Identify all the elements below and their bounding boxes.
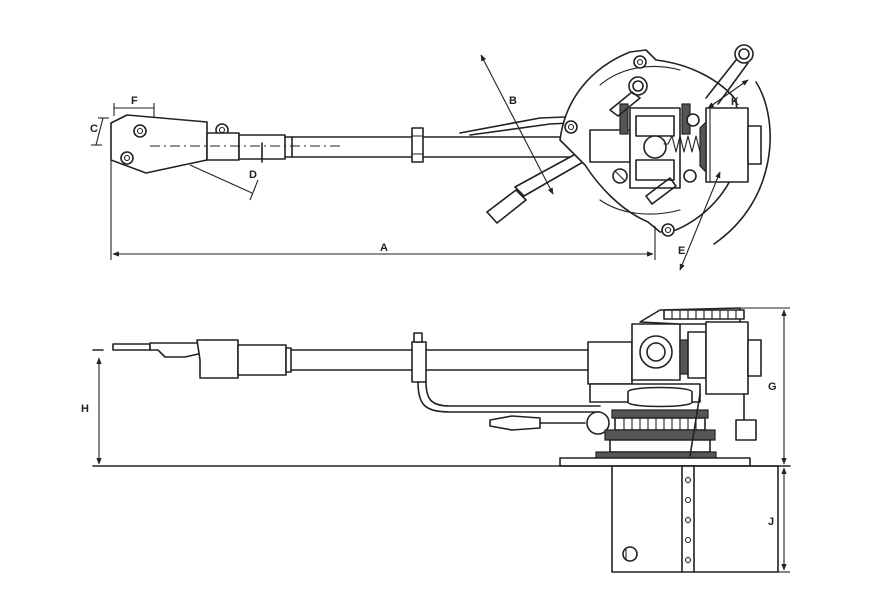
side-arm-tube [290, 332, 591, 383]
pivot-assembly [589, 91, 700, 205]
label-c: C [90, 123, 98, 135]
side-bearing-stack [589, 383, 717, 459]
dimension-h: H [81, 357, 102, 465]
side-headshell [92, 339, 292, 379]
dimension-k: K [707, 79, 749, 109]
dimension-d: D [189, 164, 259, 201]
label-j: J [768, 516, 774, 528]
side-pivot-housing [587, 307, 745, 385]
dimension-a: A [110, 160, 656, 260]
counterweight [699, 107, 762, 183]
label-a: A [380, 242, 388, 254]
dimension-f: F [113, 95, 155, 118]
dimension-j: J [768, 467, 790, 573]
side-counterweight [705, 321, 762, 441]
side-view: G H J [81, 307, 791, 573]
counterweight-arc [713, 81, 771, 245]
label-f: F [131, 95, 138, 107]
label-d: D [249, 169, 257, 181]
dimension-b: B [480, 54, 554, 195]
label-k: K [731, 96, 739, 108]
label-e: E [678, 245, 685, 257]
label-h: H [81, 403, 89, 415]
label-b: B [509, 95, 517, 107]
dimension-c: C [90, 117, 109, 146]
arm-tube [291, 127, 591, 163]
top-view: A B C D E F [90, 44, 771, 271]
side-lift-lever [417, 381, 610, 435]
side-mount-base [559, 457, 779, 573]
dimension-e: E [678, 171, 721, 271]
headshell [110, 114, 293, 174]
dimension-g: G [768, 309, 787, 465]
label-g: G [768, 381, 777, 393]
